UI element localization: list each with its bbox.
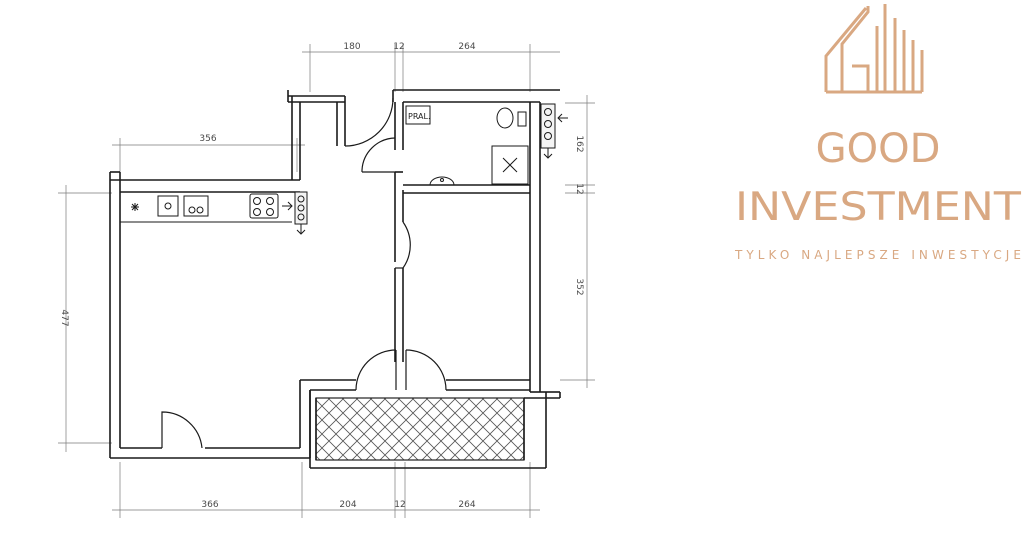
- dim-top-left: 180: [343, 42, 360, 52]
- kitchen-counter: [120, 193, 292, 223]
- dim-left-height: 477: [59, 309, 69, 326]
- brand-name-line1: GOOD: [816, 126, 941, 172]
- dim-right-upper: 162: [574, 135, 584, 152]
- dim-bottom-left: 366: [201, 500, 218, 510]
- kitchen-vent-duct: [282, 191, 308, 235]
- bathroom-fixtures: [405, 103, 568, 186]
- walls: [109, 89, 561, 469]
- balcony-hatch: [315, 397, 525, 461]
- dim-bottom-mid: 12: [394, 500, 405, 510]
- dim-top-right: 264: [458, 42, 475, 52]
- brand-logo-icon: [824, 4, 924, 94]
- dim-bottom-mid-left: 204: [339, 500, 356, 510]
- dim-right-lower: 352: [574, 278, 584, 295]
- doors: [161, 97, 447, 449]
- brand-name-line2: INVESTMENT: [735, 185, 1021, 230]
- dim-top-mid: 12: [393, 42, 404, 52]
- dim-bottom-right: 264: [458, 500, 475, 510]
- dimension-lines: [58, 44, 595, 518]
- brand-logo: GOOD INVESTMENT TYLKO NAJLEPSZE INWESTYC…: [734, 4, 1021, 262]
- dim-kitchen-width: 356: [199, 134, 216, 144]
- dim-right-gap: 12: [574, 183, 584, 194]
- brand-tagline: TYLKO NAJLEPSZE INWESTYCJE: [734, 248, 1021, 262]
- laundry-label: PRAL.: [408, 112, 431, 121]
